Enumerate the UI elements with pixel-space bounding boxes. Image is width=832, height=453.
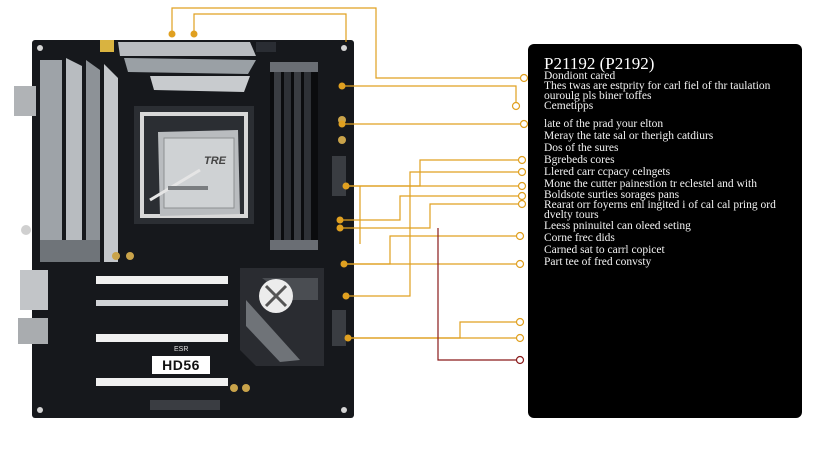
callout-text: Carned sat to carrl copicet — [544, 244, 665, 256]
callout-text: Dos of the sures — [544, 142, 619, 154]
callout-text: late of the prad your elton — [544, 118, 664, 130]
callout-text: Bgrebeds cores — [544, 154, 615, 166]
board-model-label: HD56 — [152, 356, 210, 374]
callout-text: Leess pninuitel can oleed seting — [544, 220, 691, 232]
callout-text: Llered carr ccpacy celngets — [544, 166, 671, 178]
callout-text: Part tee of fred convsty — [544, 256, 652, 268]
callout-text: Dondiont cared — [544, 70, 616, 82]
callout-text: ouroulg pls biner toffes — [544, 90, 652, 102]
callout-text: Boldsote surties sorages pans — [544, 189, 680, 201]
board-model-small-label: ESR — [174, 346, 189, 353]
cpu-socket — [134, 106, 254, 224]
ram-slots — [270, 62, 318, 250]
callout-leaders — [171, 7, 524, 361]
callout-text: Cemetipps — [544, 100, 594, 112]
callout-text: Meray the tate sal or therigh catdiurs — [544, 130, 714, 142]
callout-text: Corne frec dids — [544, 232, 615, 244]
callout-text: Rearat orr foyerns enl ingited i of cal … — [544, 199, 776, 211]
cpu-label: TRE — [204, 155, 226, 167]
callout-panel: P21192 (P2192) Dondiont cared Thes twas … — [528, 44, 802, 418]
callout-endpoints — [511, 73, 529, 365]
chipset-heatsink — [240, 268, 324, 366]
capacitors — [112, 116, 346, 392]
board-endpoints — [168, 30, 352, 342]
rear-io — [14, 86, 48, 344]
panel-title: P21192 (P2192) — [544, 54, 655, 73]
callout-text: dvelty tours — [544, 209, 599, 221]
vrm-heatsink-top — [118, 42, 256, 92]
power-connector-top — [100, 40, 114, 52]
pcie-slots — [96, 276, 228, 410]
callout-text: Thes twas are estprity for carl fiel of … — [544, 80, 771, 92]
callout-text: Mone the cutter painestion tr eclestel a… — [544, 178, 758, 190]
vrm-heatsink-left — [40, 58, 118, 262]
